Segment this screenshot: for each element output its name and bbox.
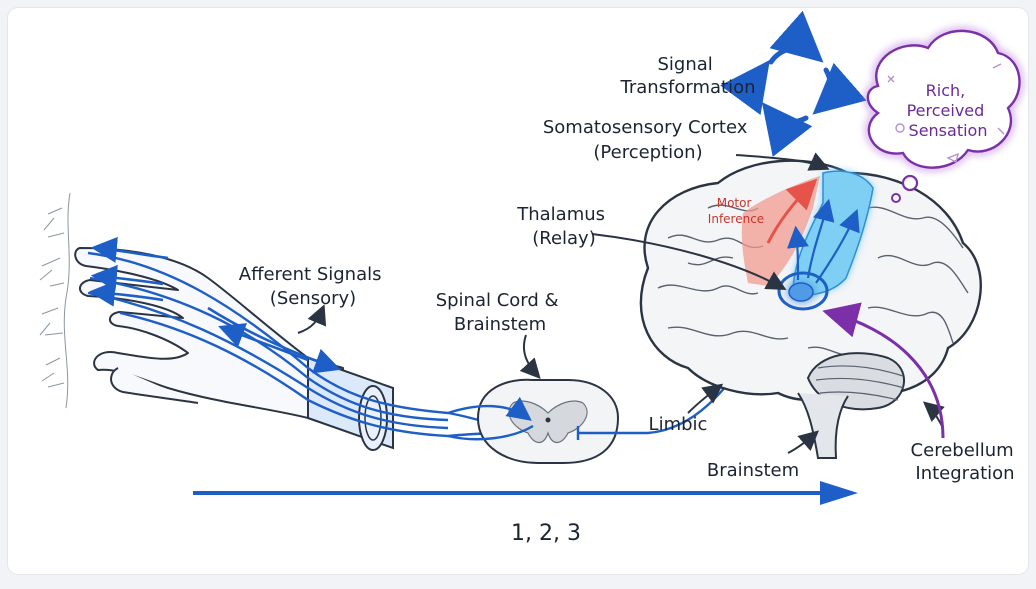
label-afferent-signals: Afferent Signals (Sensory) bbox=[239, 264, 387, 309]
timeline-arrow bbox=[193, 481, 858, 505]
label-somatosensory-cortex: Somatosensory Cortex (Perception) bbox=[543, 117, 753, 163]
sensory-pathway-diagram: Signal Transformation Somatosensory Cort… bbox=[8, 8, 1028, 574]
wall-surface bbox=[40, 193, 70, 408]
timeline-label: 1, 2, 3 bbox=[511, 521, 581, 546]
recycle-arrows-icon bbox=[758, 48, 830, 121]
label-spinal-cord: Spinal Cord & Brainstem bbox=[436, 290, 565, 335]
label-cerebellum-integration: Cerebellum Integration bbox=[911, 440, 1020, 484]
label-thalamus: Thalamus (Relay) bbox=[516, 204, 611, 249]
diagram-canvas: Signal Transformation Somatosensory Cort… bbox=[8, 8, 1028, 574]
nerve-bundle-cross-section bbox=[308, 358, 393, 450]
label-limbic: Limbic bbox=[649, 414, 708, 435]
label-signal-transformation: Signal Transformation bbox=[619, 54, 755, 98]
label-brainstem: Brainstem bbox=[707, 460, 799, 481]
